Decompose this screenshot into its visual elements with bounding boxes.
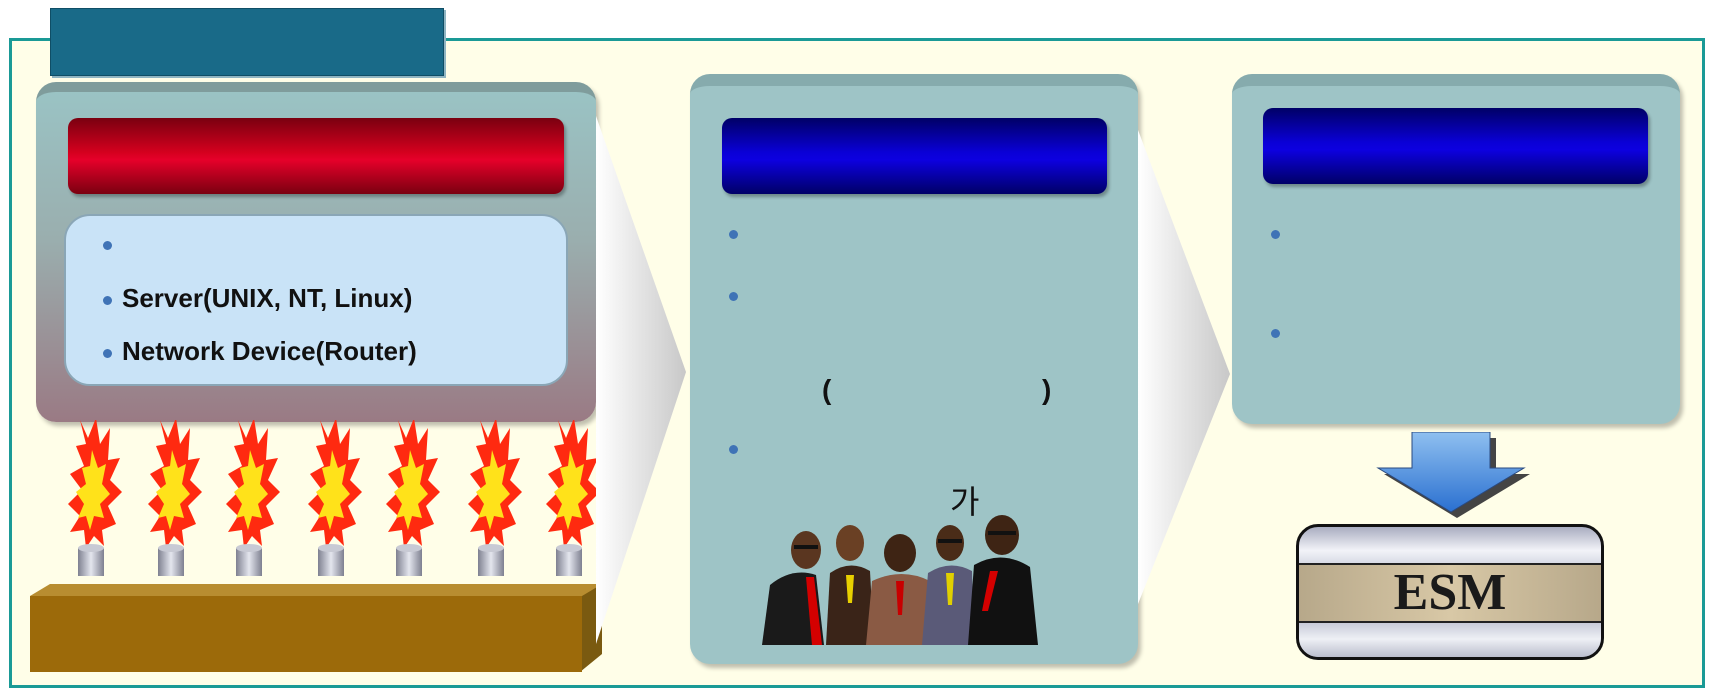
esm-label: ESM [1393,564,1507,621]
bullet-icon [729,230,738,239]
esm-band [1299,563,1601,623]
left-panel-header [68,118,564,194]
esm-box: ESM [1296,524,1604,660]
business-people-icon [762,515,1038,645]
bullet-icon [1271,329,1280,338]
chevron-arrow-icon [1138,130,1230,604]
left-panel-list-box [64,214,568,386]
bullet-icon [729,292,738,301]
korean-text: 가 [950,484,980,520]
paren-close: ) [1042,374,1052,405]
chevron-arrow-icon [596,116,686,644]
esm-bottom [1299,623,1601,657]
paren-open: ( [822,374,832,405]
bullet-icon [103,349,112,358]
bullet-icon [1271,230,1280,239]
burner-flame-icon [68,420,600,576]
left-item-3: Network Device(Router) [122,336,417,366]
middle-panel-header [722,118,1107,194]
down-arrow-icon [1376,432,1530,518]
bullet-icon [729,445,738,454]
left-item-2: Server(UNIX, NT, Linux) [122,283,413,313]
burner-flames-illustration [30,420,602,672]
right-panel-header [1263,108,1648,184]
bullet-icon [103,241,112,250]
bullet-icon [103,296,112,305]
title-tab [50,8,444,76]
